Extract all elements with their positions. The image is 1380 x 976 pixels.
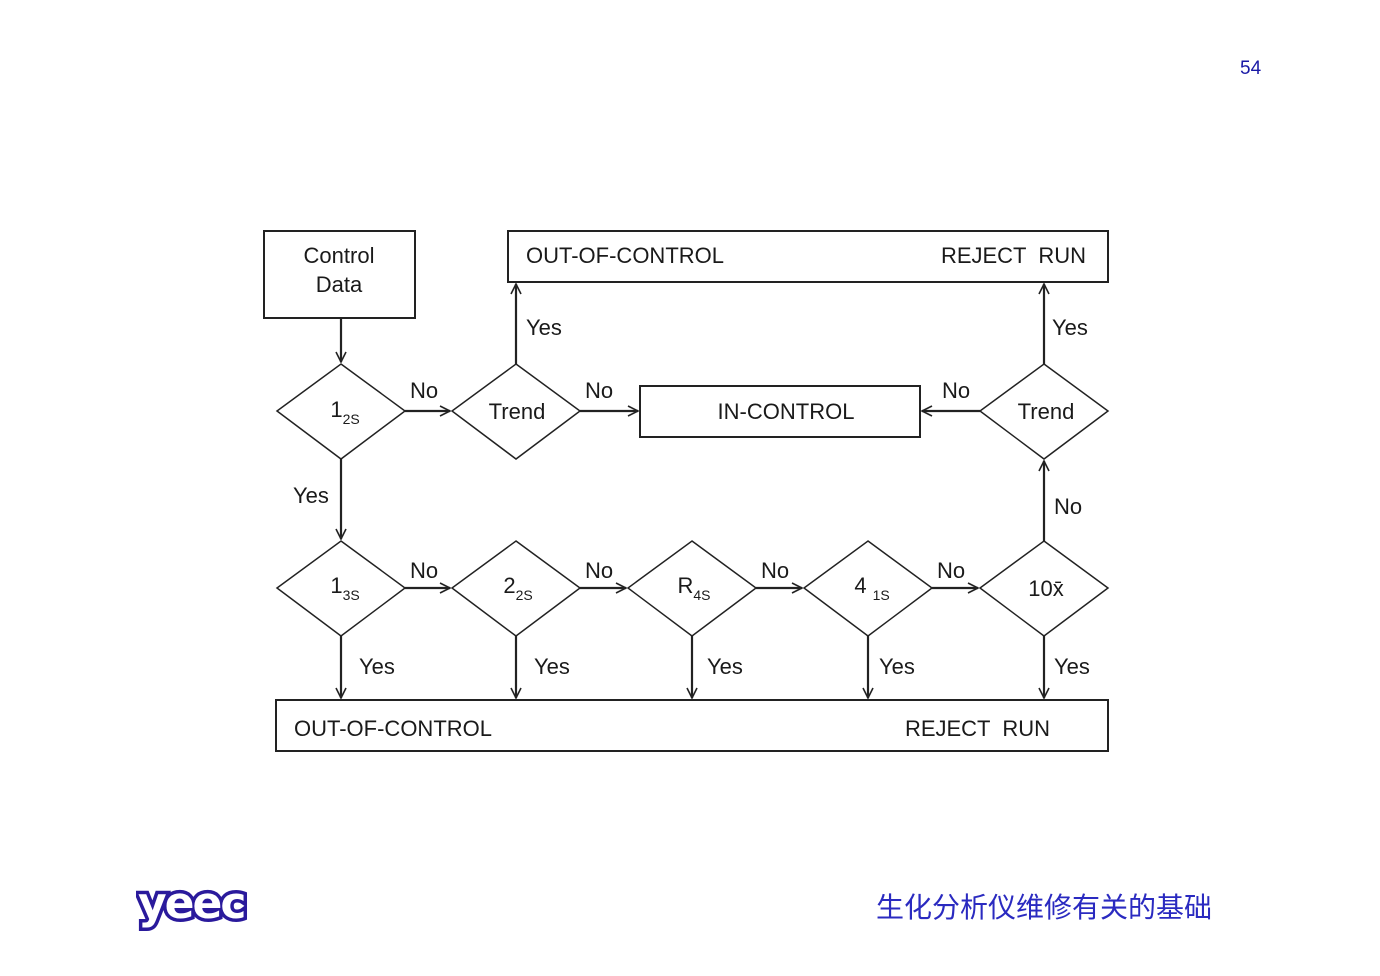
- trend-right-diamond: [978, 363, 1110, 460]
- in-control-label: IN-CONTROL: [718, 399, 855, 424]
- edge-label-no-13s-22s: No: [410, 558, 438, 583]
- edge-label-yes-13s: Yes: [359, 654, 395, 679]
- out-of-control-top-box: [507, 230, 1109, 283]
- out-of-control-bottom-box: [275, 699, 1109, 752]
- edge-label-no-10x-trend: No: [1054, 494, 1082, 519]
- in-control-box: [639, 385, 921, 438]
- out-of-control-top-label: OUT-OF-CONTROL: [526, 243, 724, 268]
- rule-12s-label: 12S: [330, 397, 359, 427]
- trend-right-label: Trend: [1018, 399, 1075, 424]
- trend-left-label: Trend: [489, 399, 546, 424]
- control-data-label-line2: Data: [316, 272, 363, 297]
- rule-10x-label: 10x̄: [1028, 576, 1063, 601]
- edge-label-yes-trend-out: Yes: [526, 315, 562, 340]
- edge-label-no-r4s-41s: No: [761, 558, 789, 583]
- out-of-control-bottom-label: OUT-OF-CONTROL: [294, 716, 492, 741]
- control-data-label-line1: Control: [304, 243, 375, 268]
- edge-label-no-41s-10x: No: [937, 558, 965, 583]
- edge-label-no-trend-in: No: [585, 378, 613, 403]
- edge-label-no-12s-trend: No: [410, 378, 438, 403]
- edge-label-yes-trend-right-out: Yes: [1052, 315, 1088, 340]
- edge-label-no-trend-right-in: No: [942, 378, 970, 403]
- edge-label-yes-r4s: Yes: [707, 654, 743, 679]
- rule-41s-diamond: [802, 540, 934, 637]
- rule-r4s-label: R4S: [677, 573, 710, 603]
- edge-label-yes-12s-13s: Yes: [293, 483, 329, 508]
- trend-left-diamond: [450, 363, 582, 460]
- edge-label-yes-22s: Yes: [534, 654, 570, 679]
- rule-22s-label: 22S: [503, 573, 532, 603]
- rule-13s-label: 13S: [330, 573, 359, 603]
- edge-label-no-22s-r4s: No: [585, 558, 613, 583]
- reject-run-top-label: REJECT RUN: [941, 243, 1086, 268]
- control-data-box: [263, 230, 416, 319]
- edge-label-yes-10x: Yes: [1054, 654, 1090, 679]
- edge-label-yes-41s: Yes: [879, 654, 915, 679]
- reject-run-bottom-label: REJECT RUN: [905, 716, 1050, 741]
- yeec-logo-text: yeec: [138, 880, 244, 929]
- footer-title: 生化分析仪维修有关的基础: [876, 891, 1213, 924]
- page-number: 54: [1240, 58, 1262, 79]
- yeec-logo: yeec: [136, 880, 250, 933]
